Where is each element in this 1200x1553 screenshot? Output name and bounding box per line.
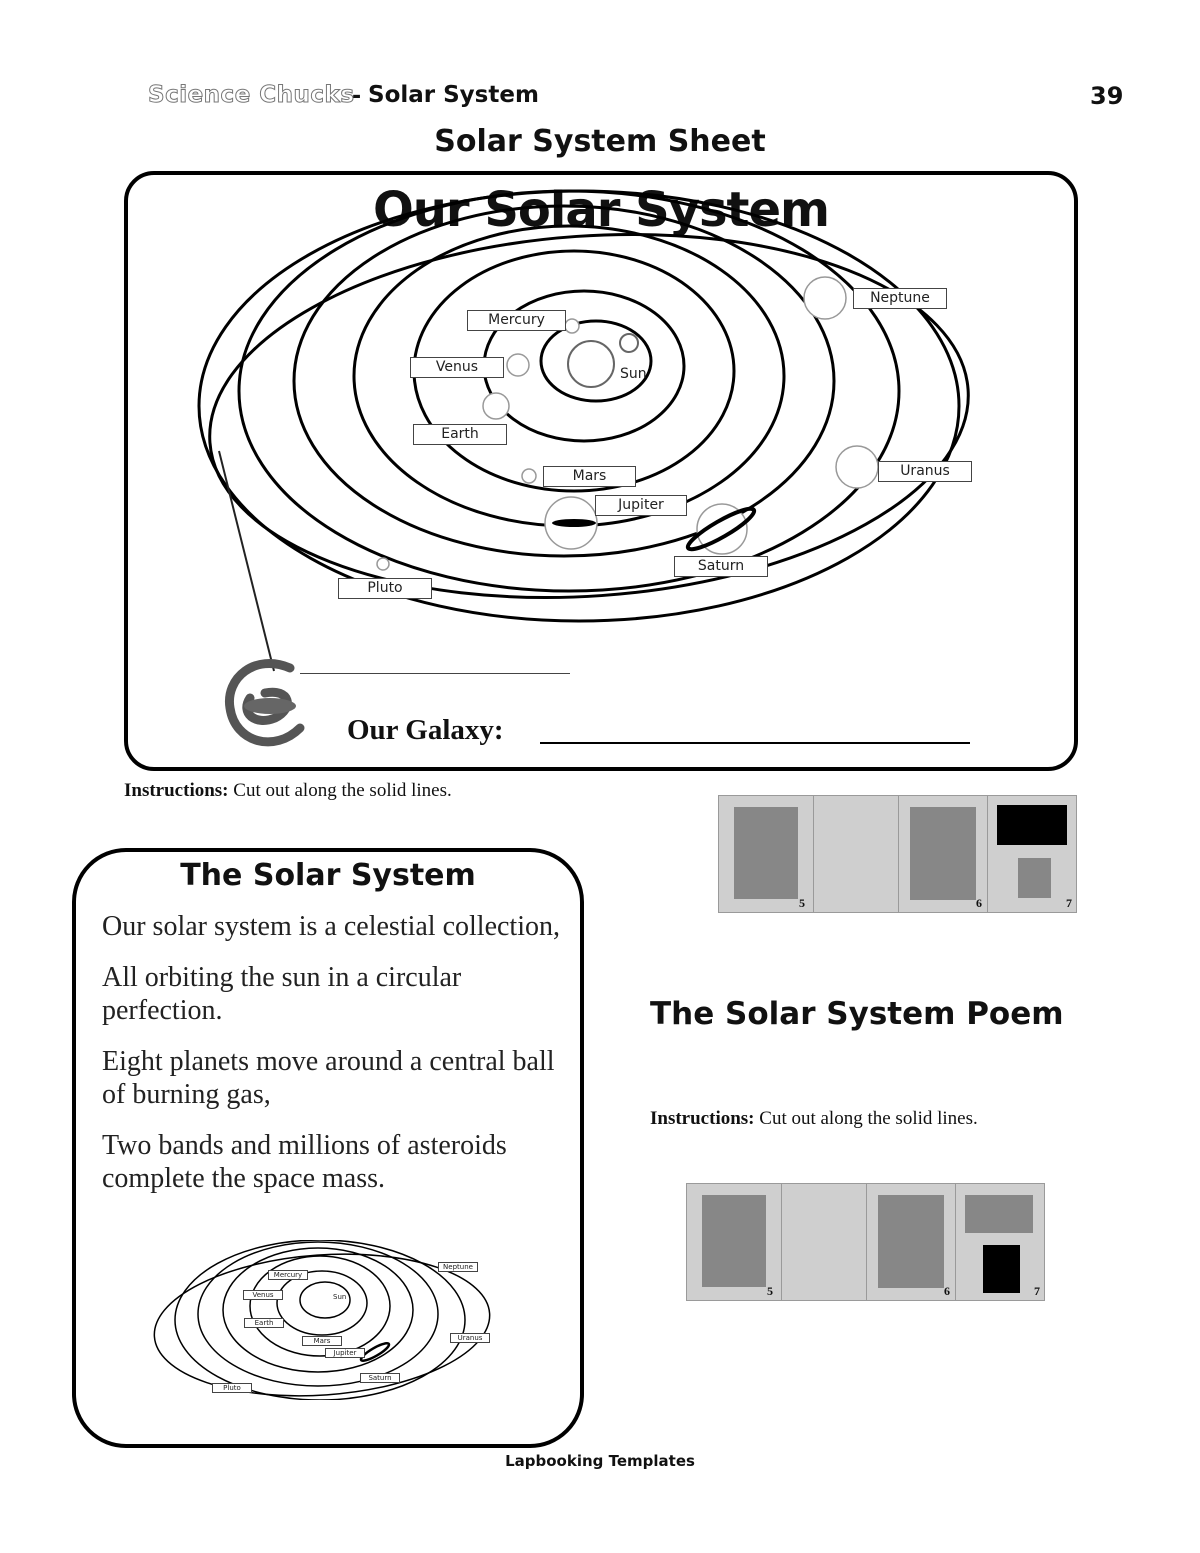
mini-label-mars: Mars [302, 1336, 342, 1346]
mini-label-mercury: Mercury [268, 1270, 308, 1280]
fold-diagram-2: 5 6 7 [686, 1183, 1046, 1301]
solar-system-cutout-card [124, 171, 1078, 771]
label-neptune: Neptune [853, 288, 947, 309]
fold-number: 7 [1034, 1284, 1040, 1298]
fold-window [878, 1195, 944, 1288]
mini-label-venus: Venus [243, 1290, 283, 1300]
mini-solar-system-diagram [153, 1240, 491, 1400]
fold-diagram-1: 5 6 7 [718, 795, 1078, 913]
page-footer: Lapbooking Templates [505, 1452, 695, 1470]
solar-system-orbit-diagram [197, 189, 970, 672]
instructions-1: Instructions: Cut out along the solid li… [124, 780, 452, 802]
fold-number: 7 [1066, 896, 1072, 910]
instructions-text: Cut out along the solid lines. [228, 780, 452, 801]
instructions-2: Instructions: Cut out along the solid li… [650, 1108, 978, 1130]
mini-label-uranus: Uranus [450, 1333, 490, 1343]
series-title: Science Chucks [148, 82, 355, 109]
mini-label-jupiter: Jupiter [325, 1348, 365, 1358]
poem-stanza: Two bands and millions of asteroids comp… [102, 1130, 507, 1194]
fold-panel-blank [813, 795, 899, 913]
poem-cutout-card [72, 848, 584, 1448]
poem-stanza: Our solar system is a celestial collecti… [102, 911, 560, 942]
fold-window [965, 1195, 1033, 1233]
topic-title: Solar System [368, 82, 539, 108]
poem-card-title: The Solar System [180, 858, 476, 893]
fold-panel-blank [781, 1183, 867, 1301]
galaxy-pointer-line [300, 673, 570, 674]
label-earth: Earth [413, 424, 507, 445]
fold-window [910, 807, 976, 900]
instructions-label: Instructions: [124, 780, 229, 801]
instructions-label: Instructions: [650, 1108, 755, 1129]
fold-window [734, 807, 798, 899]
label-pluto: Pluto [338, 578, 432, 599]
mini-label-neptune: Neptune [438, 1262, 478, 1272]
galaxy-answer-line [540, 742, 970, 744]
label-mercury: Mercury [467, 310, 566, 331]
fold-number: 6 [976, 896, 982, 910]
poem-stanza: All orbiting the sun in a circular perfe… [102, 962, 462, 1026]
fold-number: 5 [767, 1284, 773, 1298]
mini-label-saturn: Saturn [360, 1373, 400, 1383]
galaxy-label: Our Galaxy: [347, 714, 504, 746]
fold-number: 5 [799, 896, 805, 910]
label-saturn: Saturn [674, 556, 768, 577]
label-sun: Sun [620, 366, 647, 382]
label-venus: Venus [410, 357, 504, 378]
instructions-text: Cut out along the solid lines. [754, 1108, 978, 1129]
poem-text: Our solar system is a celestial collecti… [102, 910, 562, 1213]
fold-black-block [983, 1245, 1020, 1293]
label-uranus: Uranus [878, 461, 972, 482]
spiral-galaxy-icon [224, 659, 305, 747]
mini-label-sun: Sun [333, 1293, 347, 1301]
fold-window [1018, 858, 1051, 898]
sheet-title: Solar System Sheet [434, 124, 766, 159]
mini-label-earth: Earth [244, 1318, 284, 1328]
mini-label-pluto: Pluto [212, 1383, 252, 1393]
header-separator: - [352, 84, 362, 109]
label-jupiter: Jupiter [595, 495, 687, 516]
fold-window [702, 1195, 766, 1287]
page-number: 39 [1090, 82, 1124, 110]
poem-section-title: The Solar System Poem [650, 996, 1064, 1032]
fold-number: 6 [944, 1284, 950, 1298]
label-mars: Mars [543, 466, 636, 487]
poem-stanza: Eight planets move around a central ball… [102, 1046, 555, 1110]
fold-black-block [997, 805, 1067, 845]
